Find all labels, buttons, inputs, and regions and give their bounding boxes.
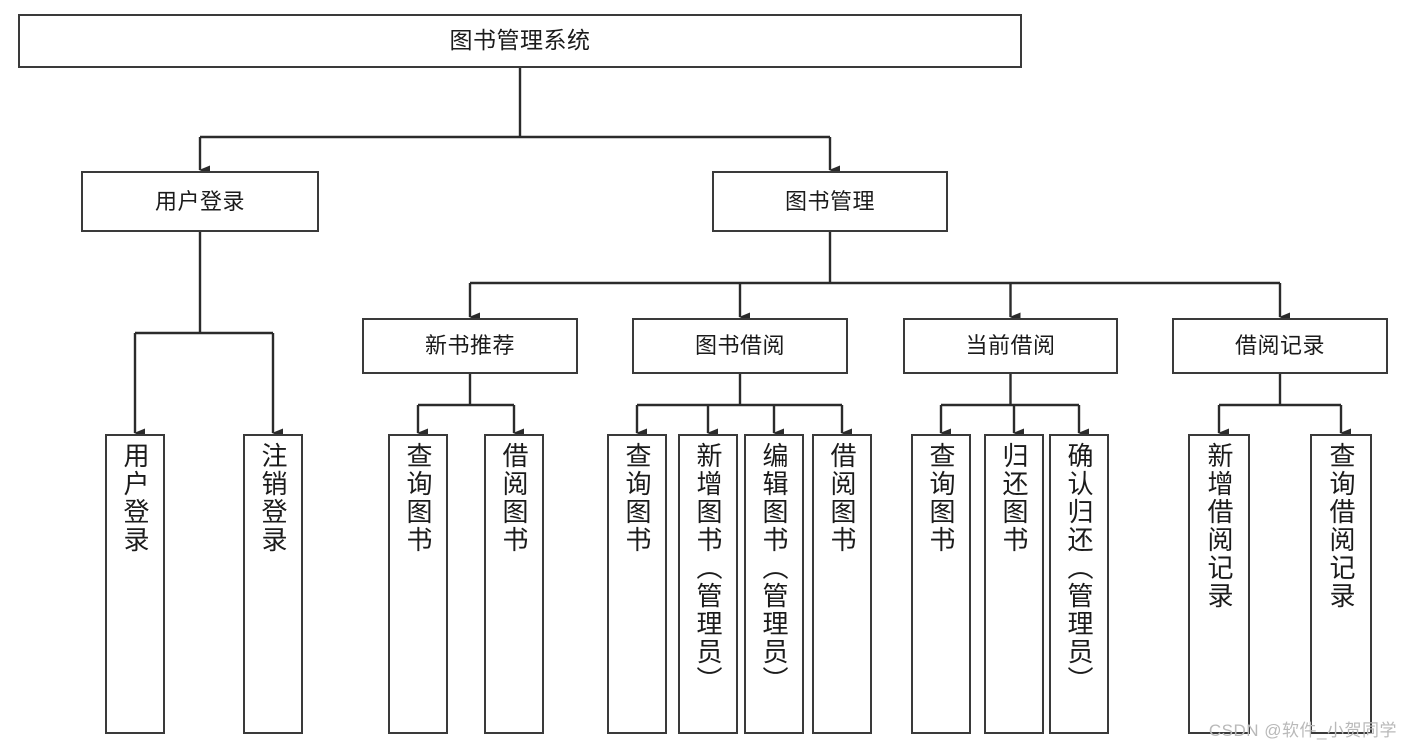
node-user-login[interactable]: 用户登录 [81,171,319,232]
node-label: 图书管理系统 [449,27,591,54]
node-label: 新书推荐 [424,333,515,359]
node-label: 查询借阅记录 [1326,442,1356,610]
node-label: 当前借阅 [965,333,1056,359]
node-label: 归还图书 [999,442,1029,554]
node-label: 编辑图书（管理员） [759,442,789,694]
node-label: 查询图书 [622,442,652,554]
node-label: 借阅记录 [1234,333,1325,359]
leaf-query-borrow-record[interactable]: 查询借阅记录 [1310,434,1372,734]
node-label: 确认归还（管理员） [1064,442,1094,694]
node-label: 用户登录 [120,442,150,554]
node-label: 查询图书 [403,442,433,554]
watermark-text: CSDN @软件_小贺同学 [1208,721,1397,740]
node-new-book-recommend[interactable]: 新书推荐 [362,318,578,374]
node-label: 图书管理 [784,188,875,214]
node-label: 新增借阅记录 [1204,442,1234,610]
node-label: 借阅图书 [499,442,529,554]
node-label: 借阅图书 [827,442,857,554]
node-borrow-record[interactable]: 借阅记录 [1172,318,1388,374]
leaf-edit-book-admin[interactable]: 编辑图书（管理员） [744,434,804,734]
node-root-system[interactable]: 图书管理系统 [18,14,1022,68]
node-current-borrow[interactable]: 当前借阅 [903,318,1118,374]
leaf-borrow-book-recommend[interactable]: 借阅图书 [484,434,544,734]
leaf-confirm-return-admin[interactable]: 确认归还（管理员） [1049,434,1109,734]
leaf-user-login[interactable]: 用户登录 [105,434,165,734]
node-book-borrow[interactable]: 图书借阅 [632,318,848,374]
node-label: 查询图书 [926,442,956,554]
node-label: 注销登录 [258,442,288,554]
node-label: 图书借阅 [694,333,785,359]
leaf-query-book-borrow[interactable]: 查询图书 [607,434,667,734]
leaf-add-book-admin[interactable]: 新增图书（管理员） [678,434,738,734]
node-label: 用户登录 [154,188,245,214]
leaf-return-book[interactable]: 归还图书 [984,434,1044,734]
leaf-query-book-recommend[interactable]: 查询图书 [388,434,448,734]
leaf-logout[interactable]: 注销登录 [243,434,303,734]
leaf-borrow-book-borrow[interactable]: 借阅图书 [812,434,872,734]
node-book-manage[interactable]: 图书管理 [712,171,948,232]
leaf-add-borrow-record[interactable]: 新增借阅记录 [1188,434,1250,734]
leaf-query-book-current[interactable]: 查询图书 [911,434,971,734]
node-label: 新增图书（管理员） [693,442,723,694]
